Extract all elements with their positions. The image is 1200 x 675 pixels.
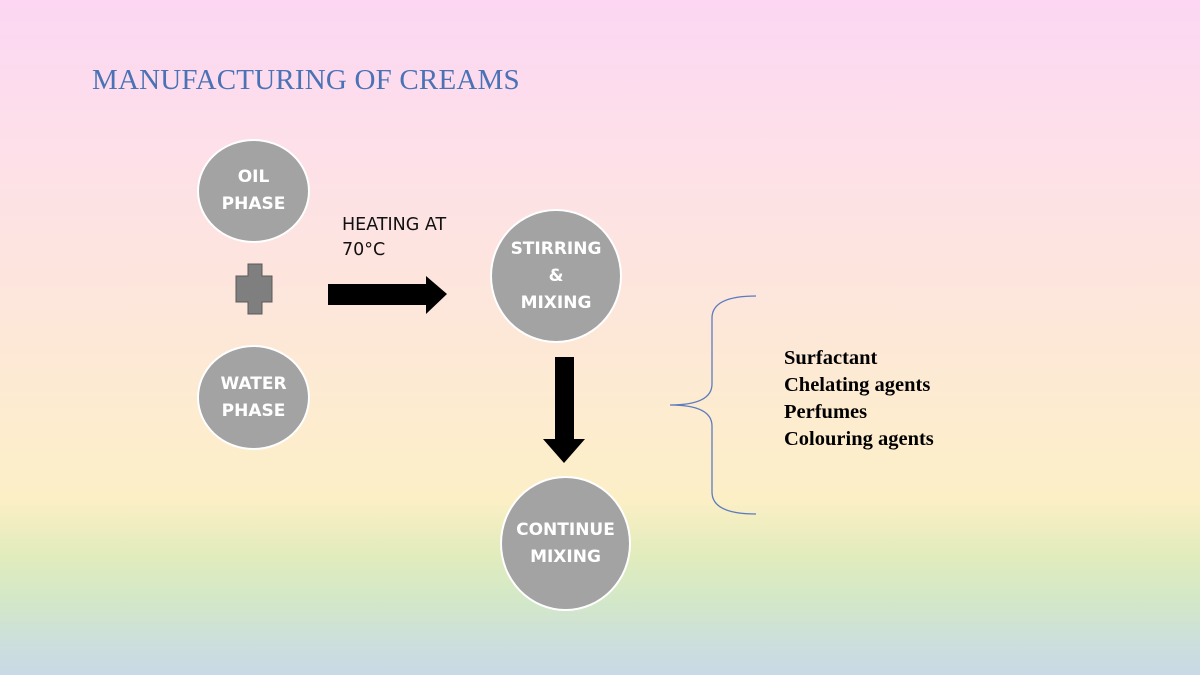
heating-label: HEATING AT 70°C (342, 215, 447, 260)
oil-phase-node: OIL PHASE (197, 139, 310, 243)
stirring-mixing-node: STIRRING & MIXING (490, 209, 622, 343)
additives-list: Surfactant Chelating agents Perfumes Col… (784, 345, 934, 453)
slide-title: MANUFACTURING OF CREAMS (92, 64, 520, 96)
additive-item: Perfumes (784, 401, 868, 423)
additive-item: Colouring agents (784, 428, 934, 450)
additive-item: Surfactant (784, 347, 878, 369)
additive-item: Chelating agents (784, 374, 931, 396)
water-phase-node: WATER PHASE (197, 345, 310, 450)
continue-mixing-node: CONTINUE MIXING (500, 476, 631, 611)
